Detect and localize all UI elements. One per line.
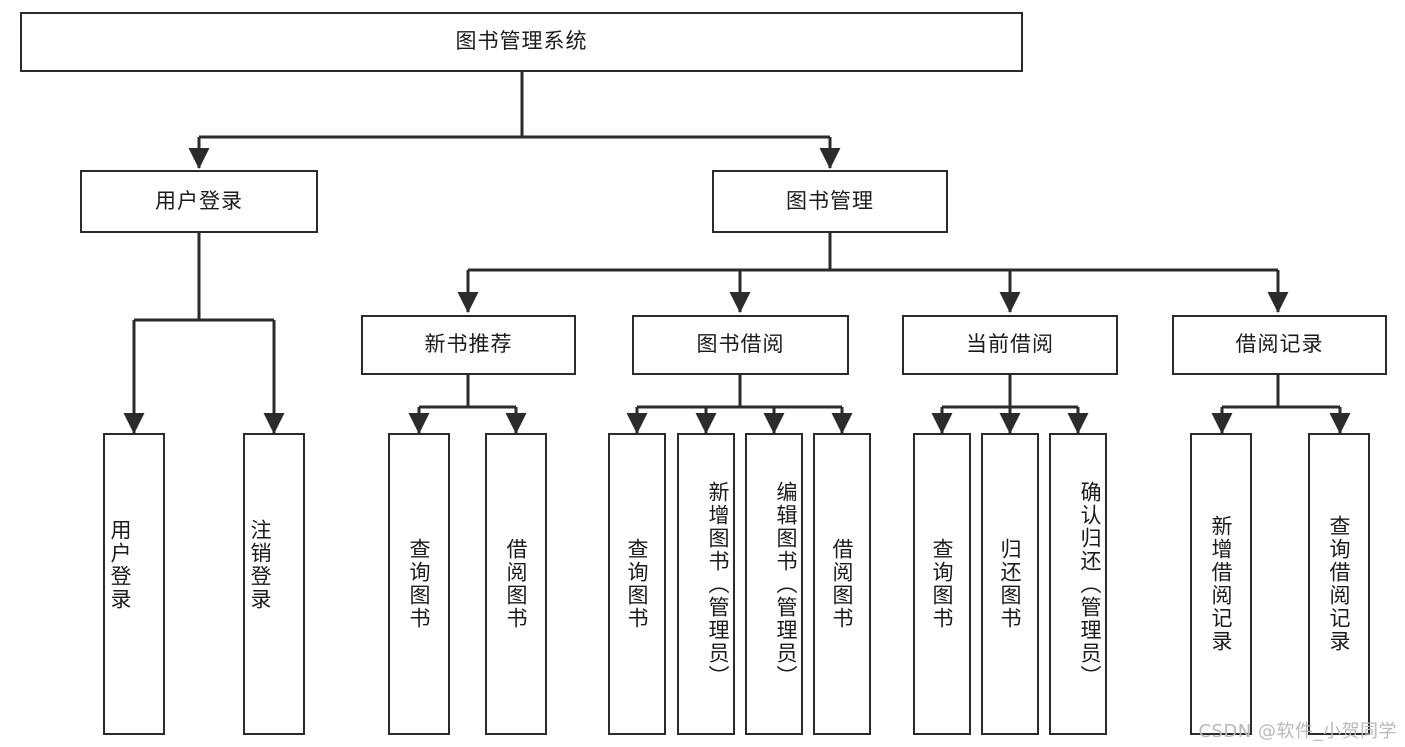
csdn-watermark: CSDN @软件_小贺同学 bbox=[1198, 721, 1397, 742]
leaf-query-borrow-record[interactable]: 查询借阅记录 bbox=[1308, 433, 1370, 735]
leaf-user-login[interactable]: 用户登录 bbox=[103, 433, 165, 735]
leaf-query-book-2[interactable]: 查询图书 bbox=[608, 433, 666, 735]
leaf-confirm-return[interactable]: 确认归还（管理员） bbox=[1049, 433, 1107, 735]
node-borrow-record[interactable]: 借阅记录 bbox=[1172, 315, 1387, 375]
node-new-book-recommend[interactable]: 新书推荐 bbox=[361, 315, 576, 375]
leaf-add-book[interactable]: 新增图书（管理员） bbox=[677, 433, 735, 735]
leaf-borrow-book-1[interactable]: 借阅图书 bbox=[485, 433, 547, 735]
leaf-logout[interactable]: 注销登录 bbox=[243, 433, 305, 735]
leaf-borrow-book-2[interactable]: 借阅图书 bbox=[813, 433, 871, 735]
leaf-edit-book[interactable]: 编辑图书（管理员） bbox=[745, 433, 803, 735]
node-root[interactable]: 图书管理系统 bbox=[20, 12, 1023, 72]
node-book-management[interactable]: 图书管理 bbox=[712, 170, 948, 233]
leaf-return-book[interactable]: 归还图书 bbox=[981, 433, 1039, 735]
leaf-add-borrow-record[interactable]: 新增借阅记录 bbox=[1190, 433, 1252, 735]
leaf-query-book-1[interactable]: 查询图书 bbox=[388, 433, 450, 735]
node-user-login[interactable]: 用户登录 bbox=[80, 170, 318, 233]
node-current-borrow[interactable]: 当前借阅 bbox=[902, 315, 1118, 375]
node-book-borrow[interactable]: 图书借阅 bbox=[632, 315, 849, 375]
leaf-query-book-3[interactable]: 查询图书 bbox=[913, 433, 971, 735]
